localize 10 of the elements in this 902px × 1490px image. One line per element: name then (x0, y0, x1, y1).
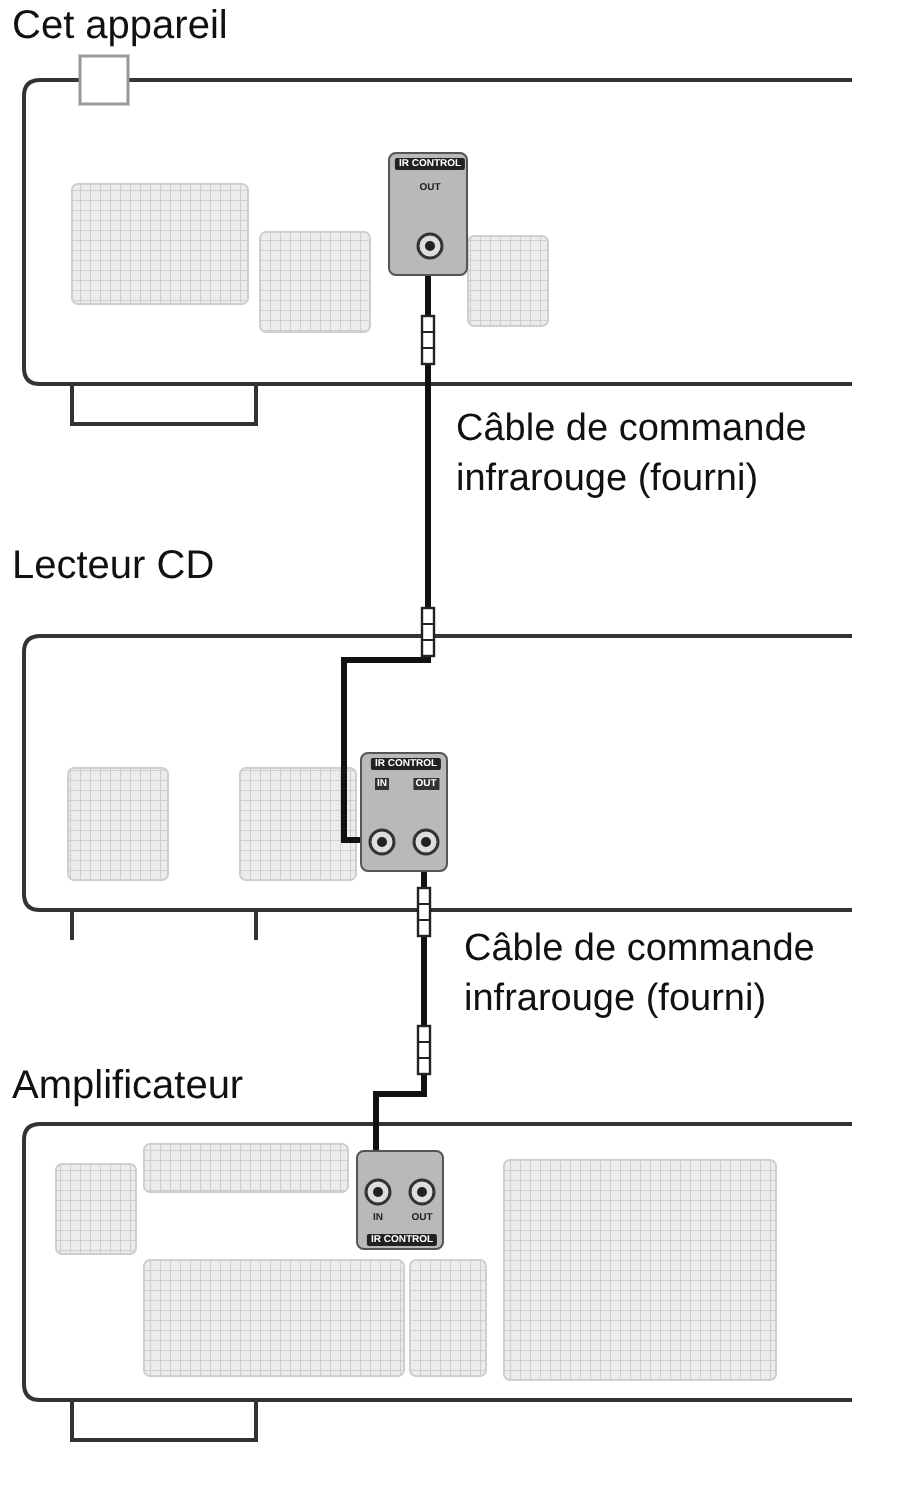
connector-panel (360, 752, 448, 872)
connector-panel (356, 1150, 444, 1250)
edge-label: Câble de commande infrarouge (fourni) (464, 926, 817, 1024)
cable (373, 872, 427, 1150)
connector-panel (388, 152, 468, 276)
device-name: Lecteur CD (12, 542, 215, 592)
device-name: Amplificateur (12, 1062, 244, 1112)
device-name: Cet appareil (12, 2, 228, 52)
cable (341, 276, 431, 843)
edge-label: Câble de commande infrarouge (fourni) (456, 406, 809, 504)
